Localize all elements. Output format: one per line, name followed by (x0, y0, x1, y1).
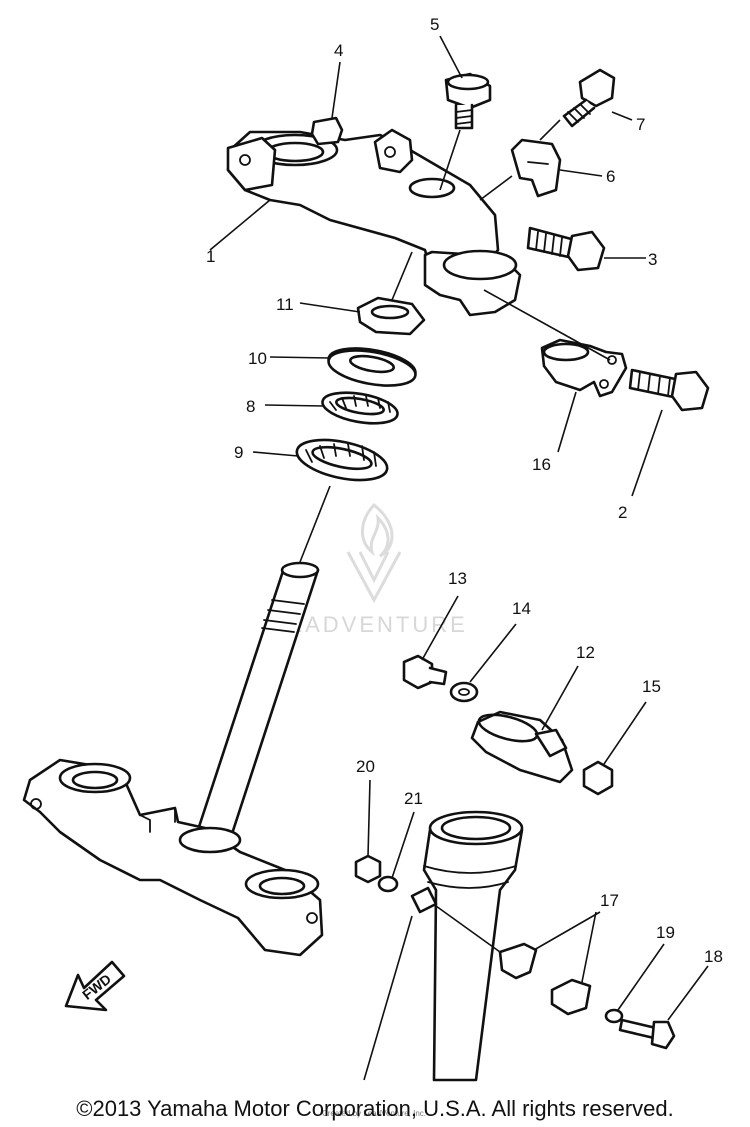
clamp-12 (470, 710, 574, 784)
watermark-flame-icon (361, 502, 394, 558)
callout-13: 13 (448, 569, 467, 588)
callout-10: 10 (248, 349, 267, 368)
callout-2: 2 (618, 503, 627, 522)
watermark-v-icon (346, 551, 402, 604)
callouts: 1 2 3 4 5 6 7 8 9 10 11 12 13 14 15 16 1… (206, 15, 723, 966)
callout-21: 21 (404, 789, 423, 808)
callout-12: 12 (576, 643, 595, 662)
fork-tube (410, 810, 524, 1082)
callout-5: 5 (430, 15, 439, 34)
washer-14 (449, 681, 479, 703)
callout-19: 19 (656, 923, 675, 942)
bolt-2 (628, 368, 710, 412)
washer-21 (377, 875, 399, 893)
bolt-13 (402, 654, 448, 690)
callout-18: 18 (704, 947, 723, 966)
bearing-8 (321, 391, 399, 425)
upper-bracket (226, 116, 522, 317)
callout-9: 9 (234, 443, 243, 462)
fwd-arrow: FWD (64, 960, 126, 1012)
callout-14: 14 (512, 599, 531, 618)
callout-15: 15 (642, 677, 661, 696)
nut-20 (354, 854, 382, 884)
bolt-5 (444, 72, 492, 130)
credit-text: Created by LeadVenture, Inc. (322, 1109, 426, 1118)
callout-6: 6 (606, 167, 615, 186)
copyright-notice: ©2013 Yamaha Motor Corporation, U.S.A. A… (76, 1096, 674, 1121)
bolt-7 (562, 68, 616, 128)
callout-4: 4 (334, 41, 343, 60)
callout-1: 1 (206, 247, 215, 266)
callout-20: 20 (356, 757, 375, 776)
washer-10 (327, 347, 417, 387)
clamp-6 (510, 138, 562, 198)
nut-15 (582, 760, 614, 796)
callout-8: 8 (246, 397, 255, 416)
callout-3: 3 (648, 250, 657, 269)
bracket-16 (540, 338, 628, 398)
callout-16: 16 (532, 455, 551, 474)
callout-11: 11 (276, 295, 294, 314)
bolt-18 (618, 1018, 676, 1050)
nut-11 (356, 296, 426, 336)
clip-17b (550, 978, 592, 1016)
leader-lines (209, 35, 709, 1081)
callout-7: 7 (636, 115, 645, 134)
clip-17a (498, 942, 538, 980)
callout-17: 17 (600, 891, 619, 910)
washer-19 (604, 1008, 624, 1024)
steering-stem (22, 561, 324, 957)
bolt-3 (526, 226, 606, 272)
bearing-9 (295, 438, 389, 482)
